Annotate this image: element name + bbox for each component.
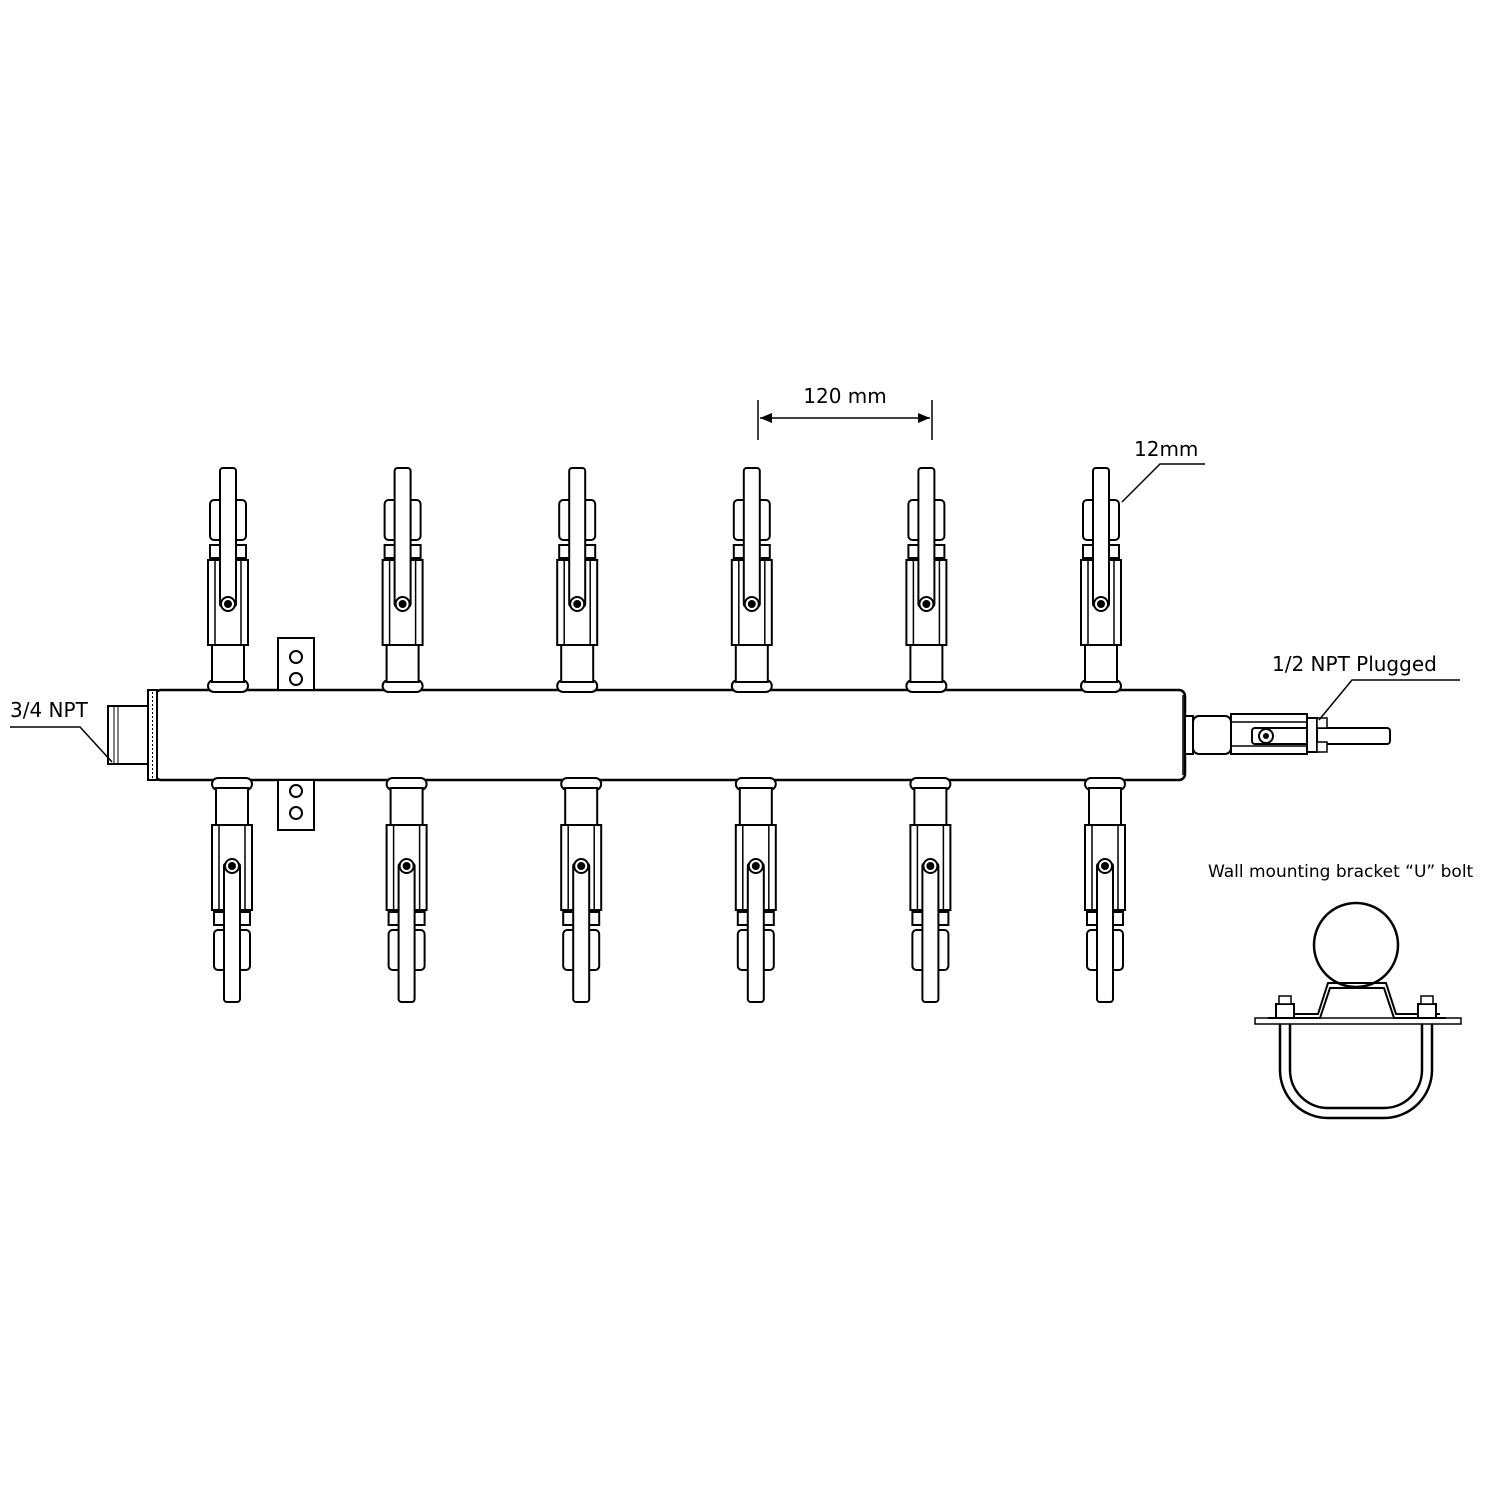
valve-group [207,467,1126,1003]
bracket-label: Wall mounting bracket “U” bolt [1208,862,1474,882]
valve-bottom-1 [211,777,253,1003]
valve-top-2 [381,467,424,693]
pipe-bracket-top [277,637,315,691]
outlet-callout: 1/2 NPT Plugged [1272,652,1460,721]
valve-top-1 [207,467,249,693]
inlet-label: 3/4 NPT [10,698,89,722]
valve-top-6 [1080,467,1122,693]
valve-top-5 [905,467,948,693]
valve-top-3 [556,467,599,693]
valve-bottom-6 [1084,777,1126,1003]
valve-bottom-5 [909,777,952,1003]
valve-bottom-2 [385,777,428,1003]
valve-bottom-4 [734,777,777,1003]
dimension-spacing: 120 mm [757,384,933,440]
outlet-label: 1/2 NPT Plugged [1272,652,1437,676]
valve-top-4 [730,467,773,693]
tube-size-label: 12mm [1134,437,1198,461]
inlet-callout: 3/4 NPT [10,698,113,763]
tube-size-callout: 12mm [1121,437,1205,503]
inlet-fitting [107,689,158,781]
header-pipe [153,688,1187,782]
u-bolt-detail: Wall mounting bracket “U” bolt [1208,862,1474,1120]
outlet-plugged-valve [1184,713,1391,755]
valve-bottom-3 [560,777,603,1003]
dimension-spacing-label: 120 mm [803,384,887,408]
pipe-bracket-bottom [277,779,315,831]
